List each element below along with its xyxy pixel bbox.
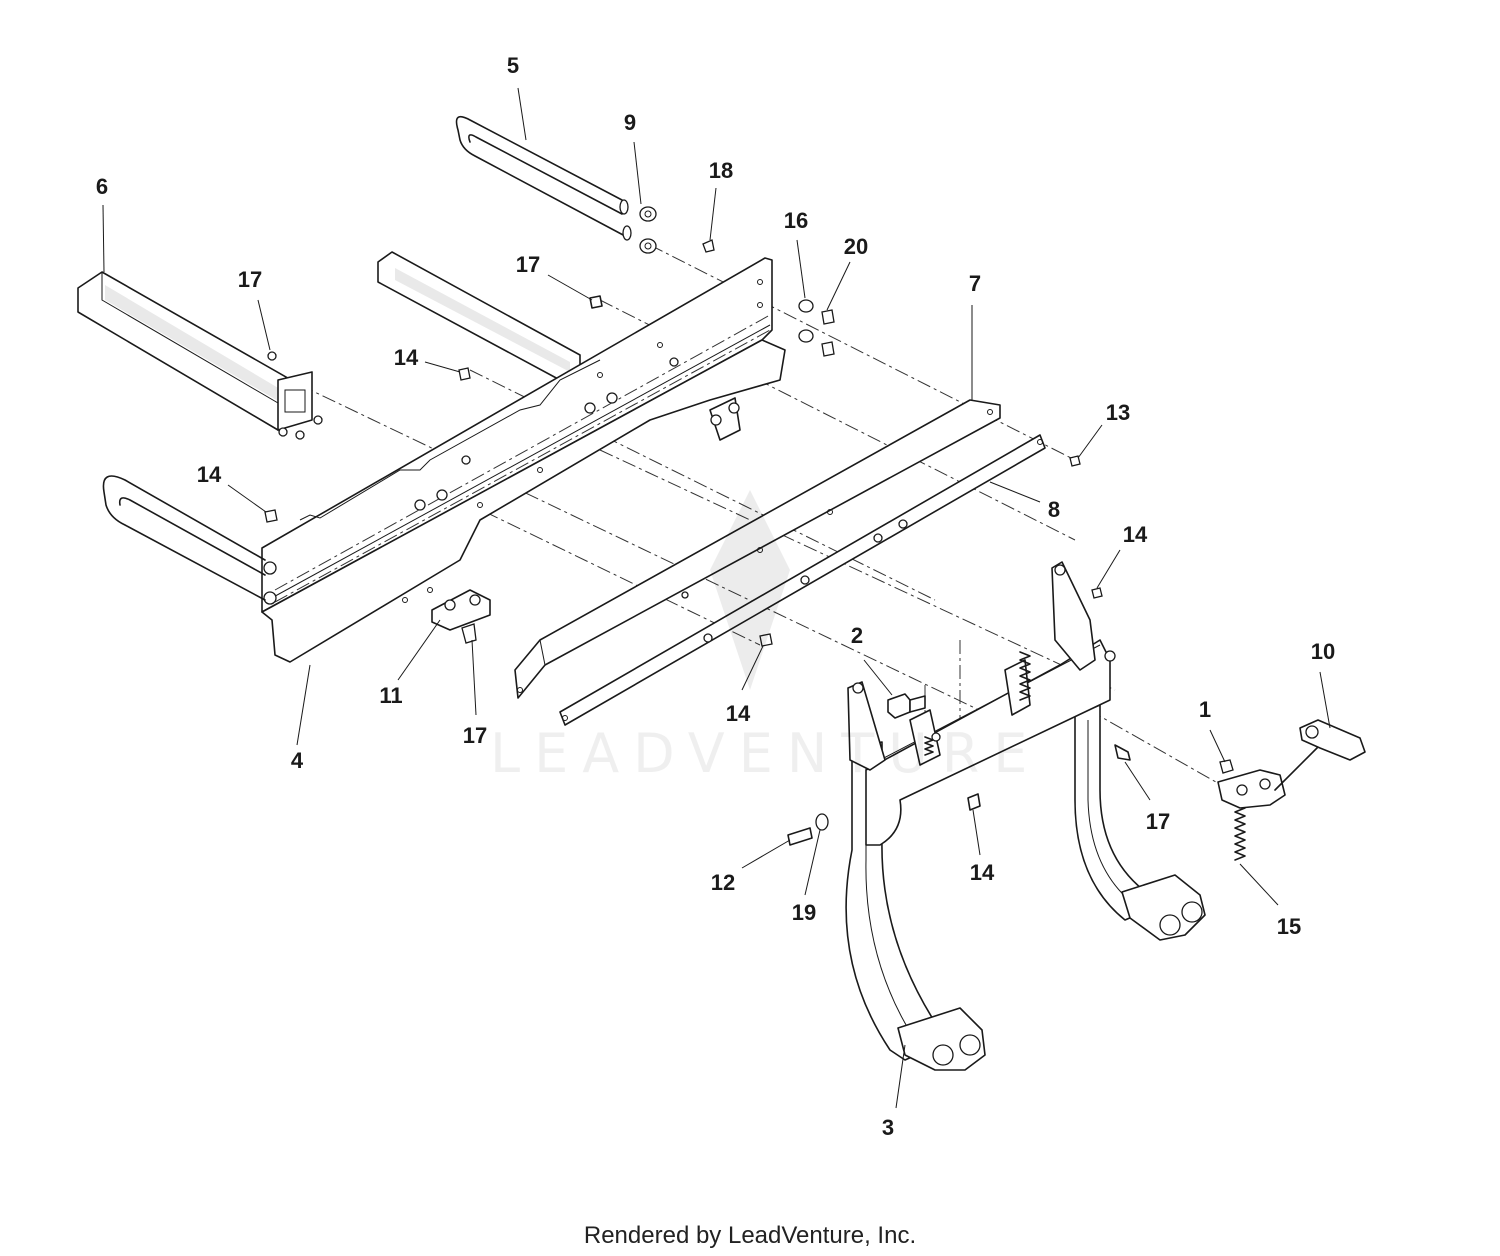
leader-lines <box>102 87 1331 1109</box>
callout-18: 18 <box>709 158 733 183</box>
bracket <box>431 589 491 644</box>
watermark-text: LEADVENTURE <box>490 722 1042 785</box>
callout-3: 3 <box>882 1115 894 1140</box>
callout-9: 9 <box>624 110 636 135</box>
bolt-2 <box>887 693 926 719</box>
callout-13: 13 <box>1106 400 1130 425</box>
hardware-lower <box>787 793 981 846</box>
leadventure-logo-watermark <box>710 490 790 690</box>
callout-2: 2 <box>851 623 863 648</box>
washers <box>639 206 657 254</box>
frame-tube-left <box>77 271 323 440</box>
callout-17: 17 <box>1146 809 1170 834</box>
callout-11: 11 <box>379 683 402 708</box>
callout-1: 1 <box>1199 697 1211 722</box>
callout-17: 17 <box>238 267 262 292</box>
callout-20: 20 <box>844 234 868 259</box>
callout-14: 14 <box>726 701 751 726</box>
main-frame <box>261 251 786 663</box>
u-bar-front <box>102 475 266 601</box>
callout-5: 5 <box>507 53 519 78</box>
hitch-frame <box>845 561 1206 1071</box>
callout-16: 16 <box>784 208 808 233</box>
callout-8: 8 <box>1048 497 1060 522</box>
angle-bar <box>514 399 1001 699</box>
u-bar-rear <box>455 115 632 241</box>
misc-hardware <box>264 239 1103 647</box>
callout-14: 14 <box>970 860 995 885</box>
callout-15: 15 <box>1277 914 1301 939</box>
callout-14: 14 <box>1123 522 1148 547</box>
flat-bar <box>559 434 1046 726</box>
callout-10: 10 <box>1311 639 1335 664</box>
footer-credit: Rendered by LeadVenture, Inc. <box>583 1222 917 1249</box>
callouts: 5 9 18 6 17 17 16 20 7 14 13 14 8 14 2 1… <box>96 53 1335 1140</box>
callout-17: 17 <box>463 723 487 748</box>
callout-19: 19 <box>792 900 816 925</box>
callout-12: 12 <box>711 870 735 895</box>
callout-14: 14 <box>197 462 222 487</box>
callout-4: 4 <box>291 748 304 773</box>
callout-17: 17 <box>516 252 540 277</box>
callout-7: 7 <box>969 271 981 296</box>
callout-14: 14 <box>394 345 419 370</box>
latch-linkage <box>1114 719 1366 861</box>
callout-6: 6 <box>96 174 108 199</box>
